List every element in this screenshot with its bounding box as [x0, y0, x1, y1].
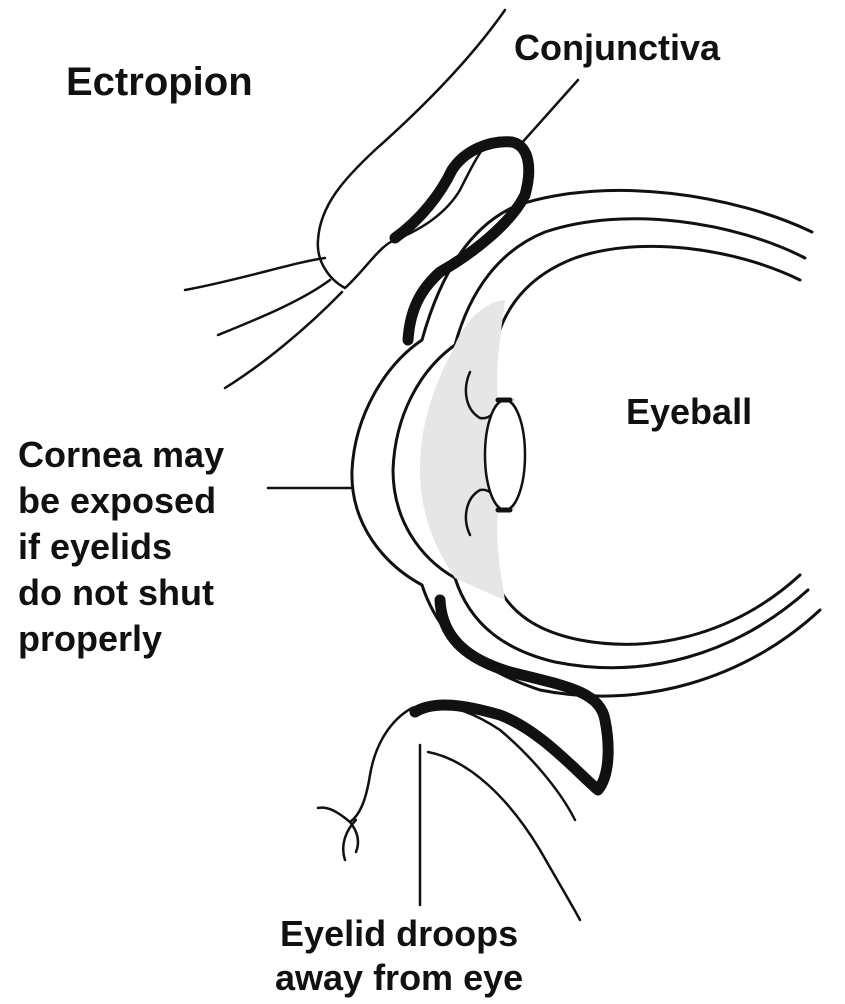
diagram-title: Ectropion	[66, 58, 253, 106]
eyeball-label: Eyeball	[626, 390, 752, 434]
lower-conjunctiva	[415, 600, 608, 790]
conjunctiva-leader	[520, 80, 578, 145]
lower-eyelashes	[318, 808, 358, 860]
retina-contour	[495, 246, 800, 644]
cornea-label-line: Cornea may	[18, 432, 224, 478]
upper-eyelid-folds	[185, 258, 342, 388]
conjunctiva-label: Conjunctiva	[514, 26, 720, 70]
cornea-label-line: be exposed	[18, 478, 224, 524]
cornea-label: Cornea may be exposed if eyelids do not …	[18, 432, 224, 662]
eyelid-droop-label-line: away from eye	[275, 956, 523, 1000]
lens	[485, 400, 525, 510]
eyelid-droop-label-line: Eyelid droops	[275, 912, 523, 956]
cornea-label-line: do not shut	[18, 570, 224, 616]
eyelid-droop-label: Eyelid droops away from eye	[275, 912, 523, 1000]
cornea-label-line: if eyelids	[18, 524, 224, 570]
cornea-label-line: properly	[18, 616, 224, 662]
